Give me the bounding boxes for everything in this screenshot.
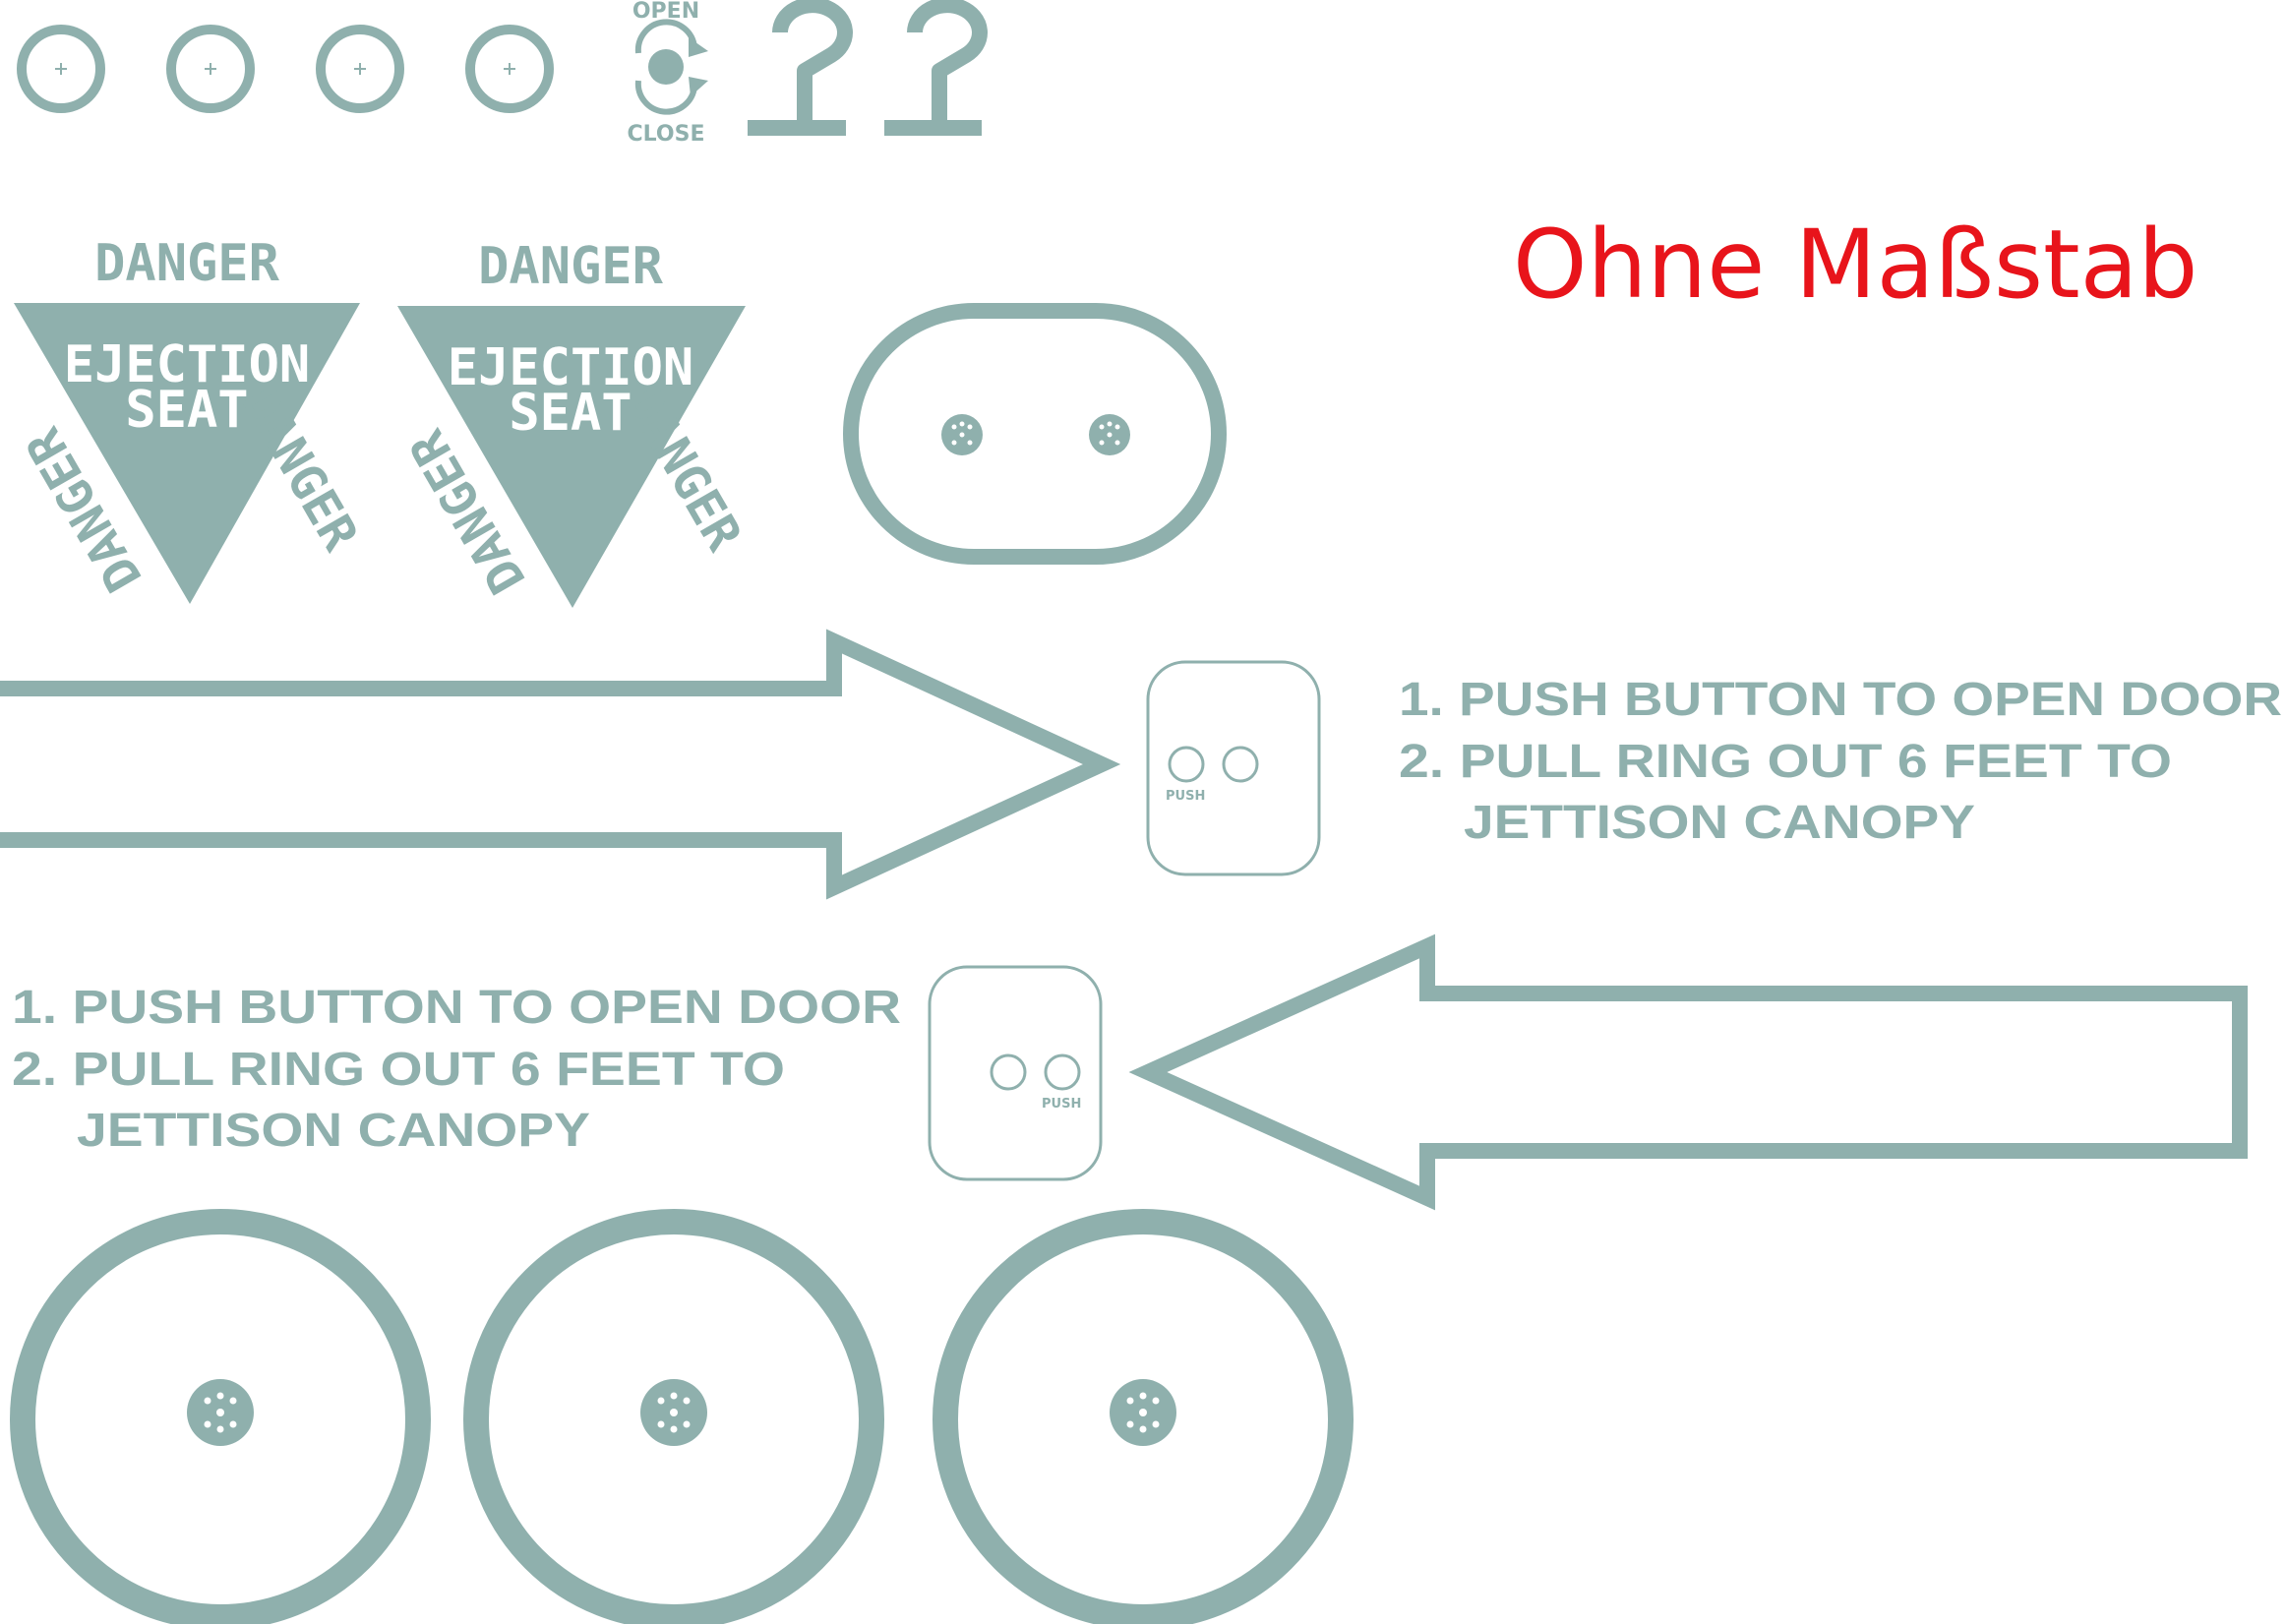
switch-arrowhead-top [689,37,708,57]
large-ring-3 [933,1209,1354,1624]
push-button-panel-right [1146,660,1321,876]
oval-bolt-dots-left [951,421,973,446]
bolt-dots-3 [1126,1392,1160,1433]
instructions-left-line-2: 2. PULL RING OUT 6 FEET TO [12,1044,785,1096]
small-disc-2 [166,25,255,113]
pull-ring [1222,746,1259,783]
instructions-left-line-3: JETTISON CANOPY [77,1105,590,1157]
push-button [1044,1053,1081,1091]
triangle-1-top-label: DANGER [94,234,280,293]
switch-open-label: OPEN [632,0,699,24]
push-label-right: PUSH [1166,789,1205,804]
triangle-2-center-line-2: SEAT [509,384,632,443]
open-close-switch-icon [634,19,697,115]
instructions-left-line-1: 1. PUSH BUTTON TO OPEN DOOR [12,982,901,1034]
triangle-2-center-line-1: EJECTION [448,338,693,397]
arrow-right-outline [0,629,1121,900]
push-label-left: PUSH [1042,1097,1081,1112]
switch-arrowhead-bottom [689,77,708,96]
crosshair-circle-icon [55,63,67,75]
bolt-dots-2 [657,1392,691,1433]
warning-triangle-1 [14,303,360,604]
hook-shape-1 [748,0,853,136]
crosshair-circle-icon [205,63,216,75]
instructions-right-line-3: JETTISON CANOPY [1464,797,1975,849]
small-disc-3 [316,25,404,113]
triangle-2-top-label: DANGER [478,237,664,296]
switch-close-label: CLOSE [628,122,705,147]
crosshair-circle-icon [504,63,515,75]
bolt-dots-1 [204,1392,237,1433]
large-ring-2 [463,1209,884,1624]
small-disc-1 [17,25,105,113]
small-disc-4 [465,25,554,113]
triangle-1-center-line-1: EJECTION [64,335,310,394]
crosshair-circle-icon [354,63,366,75]
scale-note: Ohne Maßstab [1513,210,2197,320]
push-button-panel-left [928,965,1103,1181]
large-ring-1 [10,1209,431,1624]
hook-shape-2 [884,0,988,136]
instructions-right-line-1: 1. PUSH BUTTON TO OPEN DOOR [1399,674,2282,726]
oval-panel [843,303,1227,565]
pull-ring [990,1053,1027,1091]
oval-bolt-dots-right [1099,421,1120,446]
arrow-left-outline [1128,933,2248,1211]
instructions-right-line-2: 2. PULL RING OUT 6 FEET TO [1399,736,2172,788]
switch-knob [648,49,684,85]
triangle-1-center-line-2: SEAT [125,381,248,440]
warning-triangle-2 [397,306,746,608]
push-button [1168,746,1205,783]
